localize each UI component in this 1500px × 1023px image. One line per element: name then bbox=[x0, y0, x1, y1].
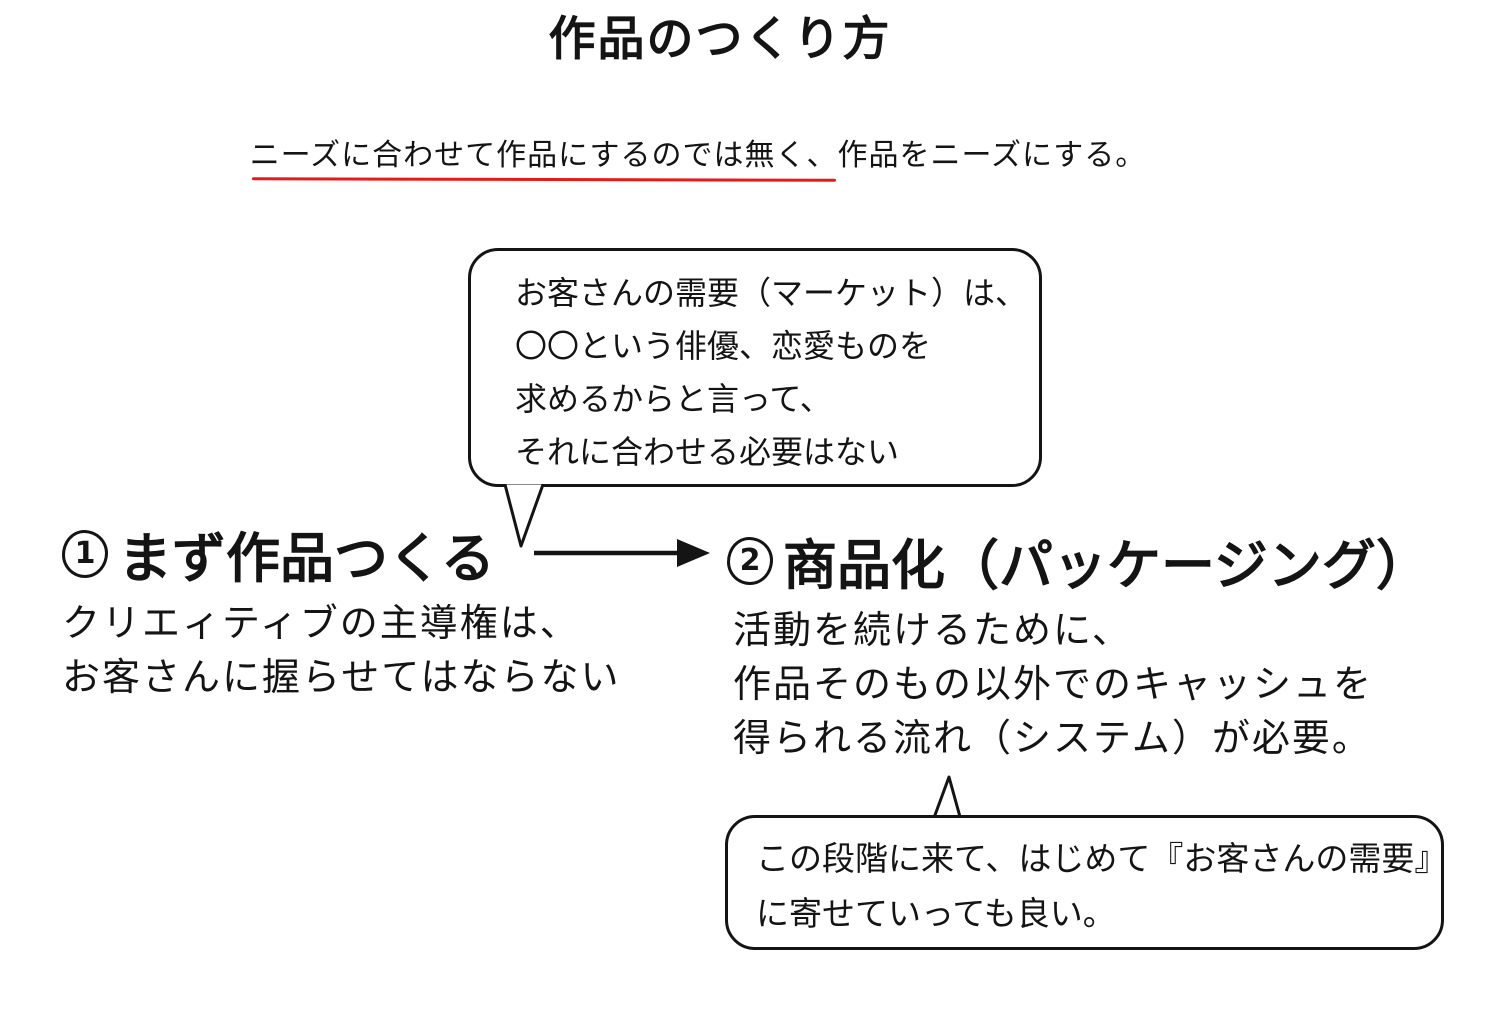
page-title: 作品のつくり方 bbox=[548, 12, 892, 67]
circled-number-2: 2 bbox=[727, 536, 773, 585]
subtitle-rest-clause: 作品をニーズにする。 bbox=[837, 138, 1147, 173]
step1-heading: 1 まず作品つくる bbox=[62, 514, 495, 593]
step2-heading: 2 商品化（パッケージング） bbox=[727, 521, 1430, 600]
bubble-line: に寄せていっても良い。 bbox=[756, 894, 1116, 933]
arrow-right-icon bbox=[534, 539, 710, 567]
step1-heading-label: まず作品つくる bbox=[118, 527, 495, 590]
bubble-line: 求めるからと言って、 bbox=[515, 380, 832, 418]
step2-heading-label: 商品化（パッケージング） bbox=[783, 534, 1430, 597]
step2-body-line: 作品そのもの以外でのキャッシュを bbox=[733, 662, 1374, 706]
bubble-line: この段階に来て、はじめて『お客さんの需要』 bbox=[756, 839, 1448, 878]
speech-bubble-tail-up-icon bbox=[931, 775, 963, 822]
speech-bubble-tail-down-icon bbox=[503, 483, 545, 548]
bubble-line: 〇〇という俳優、恋愛ものを bbox=[515, 327, 932, 365]
bubble-line: お客さんの需要（マーケット）は、 bbox=[515, 274, 1028, 312]
speech-bubble-market-demand: お客さんの需要（マーケット）は、 〇〇という俳優、恋愛ものを 求めるからと言って… bbox=[468, 248, 1042, 487]
speech-bubble-customer-demand: この段階に来て、はじめて『お客さんの需要』 に寄せていっても良い。 bbox=[725, 815, 1448, 950]
subtitle-underlined-clause: ニーズに合わせて作品にするのでは無く、 bbox=[250, 130, 838, 174]
step1-body: クリエィティブの主導権は、 お客さんに握らせてはならない bbox=[62, 596, 620, 704]
step2-body: 活動を続けるために、 作品そのもの以外でのキャッシュを 得られる流れ（システム）… bbox=[733, 603, 1373, 765]
step1-body-line: クリエィティブの主導権は、 bbox=[62, 601, 580, 645]
circled-number-1: 1 bbox=[62, 529, 108, 578]
step2-body-line: 得られる流れ（システム）が必要。 bbox=[733, 716, 1372, 760]
bubble-line: それに合わせる必要はない bbox=[515, 433, 900, 471]
subtitle: ニーズに合わせて作品にするのでは無く、作品をニーズにする。 bbox=[0, 130, 1396, 174]
step1-body-line: お客さんに握らせてはならない bbox=[62, 655, 621, 699]
step2-body-line: 活動を続けるために、 bbox=[733, 608, 1132, 652]
